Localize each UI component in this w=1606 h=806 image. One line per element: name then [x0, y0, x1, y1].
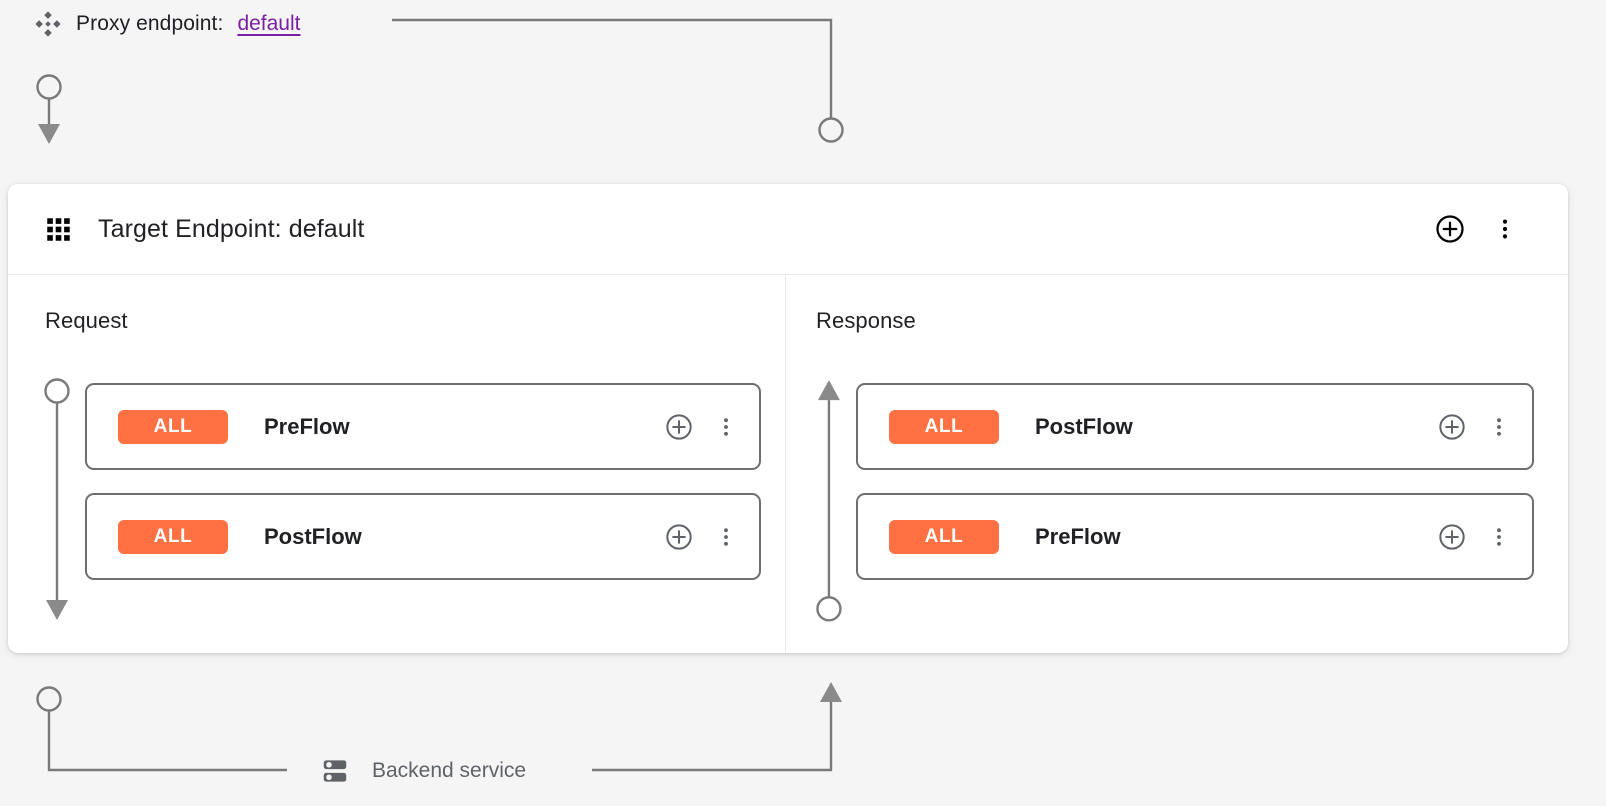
- flow-card-label: PreFlow: [1035, 523, 1121, 549]
- proxy-endpoint-label: Proxy endpoint:: [76, 12, 224, 35]
- wire-proxy-to-target: [392, 18, 833, 121]
- target-endpoint-header: Target Endpoint: default: [8, 184, 1568, 275]
- response-column: Response ALL PostFlow: [785, 275, 1568, 653]
- card-more-options-button[interactable]: [1488, 523, 1510, 551]
- flow-card[interactable]: ALL PostFlow: [85, 493, 761, 580]
- flow-card-label: PreFlow: [264, 413, 350, 439]
- add-policy-button[interactable]: [665, 523, 693, 551]
- response-column-title: Response: [816, 308, 916, 333]
- card-more-options-button[interactable]: [715, 523, 737, 551]
- flow-card-label: PostFlow: [264, 523, 362, 549]
- card-more-options-button[interactable]: [715, 413, 737, 441]
- status-badge: ALL: [118, 409, 228, 444]
- wire-backend-to-target: [592, 702, 833, 772]
- hub-diamond-icon: [35, 11, 61, 37]
- target-endpoint-panel: Target Endpoint: default: [8, 184, 1568, 653]
- wire-target-to-backend: [47, 711, 287, 772]
- request-flow-rail: [44, 378, 70, 620]
- page-title: Target Endpoint: default: [98, 214, 365, 243]
- status-badge: ALL: [889, 519, 999, 554]
- response-cards: ALL PostFlow: [856, 383, 1534, 580]
- flow-card[interactable]: ALL PreFlow: [85, 383, 761, 470]
- status-badge: ALL: [889, 409, 999, 444]
- proxy-endpoint-row: Proxy endpoint: default: [34, 6, 301, 42]
- add-policy-button[interactable]: [665, 413, 693, 441]
- add-button[interactable]: [1435, 214, 1465, 244]
- apps-grid-icon: [47, 217, 70, 241]
- header-actions: [1435, 214, 1544, 244]
- more-options-button[interactable]: [1493, 214, 1517, 244]
- flow-card[interactable]: ALL PostFlow: [856, 383, 1534, 470]
- connector-node-top-left: [36, 74, 62, 100]
- connector-node-top-right: [818, 117, 844, 143]
- flow-card[interactable]: ALL PreFlow: [856, 493, 1534, 580]
- flow-card-actions: [665, 413, 737, 441]
- backend-service-label: Backend service: [372, 759, 527, 782]
- response-flow-rail: [816, 380, 842, 622]
- flow-card-actions: [1438, 523, 1510, 551]
- flow-columns: Request ALL PreFlow: [8, 275, 1568, 653]
- card-more-options-button[interactable]: [1488, 413, 1510, 441]
- arrow-up-bottom-right: [820, 682, 842, 702]
- flow-card-label: PostFlow: [1035, 413, 1133, 439]
- proxy-endpoint-link[interactable]: default: [237, 12, 301, 35]
- arrow-down-top-left: [38, 124, 60, 144]
- backend-service[interactable]: Backend service: [312, 748, 535, 794]
- connector-node-bottom-left: [36, 686, 62, 712]
- server-icon: [323, 760, 347, 782]
- request-cards: ALL PreFlow: [85, 383, 761, 580]
- flow-card-actions: [665, 523, 737, 551]
- flow-card-actions: [1438, 413, 1510, 441]
- add-policy-button[interactable]: [1438, 523, 1466, 551]
- request-column: Request ALL PreFlow: [8, 275, 785, 653]
- status-badge: ALL: [118, 519, 228, 554]
- request-column-title: Request: [45, 308, 128, 333]
- add-policy-button[interactable]: [1438, 413, 1466, 441]
